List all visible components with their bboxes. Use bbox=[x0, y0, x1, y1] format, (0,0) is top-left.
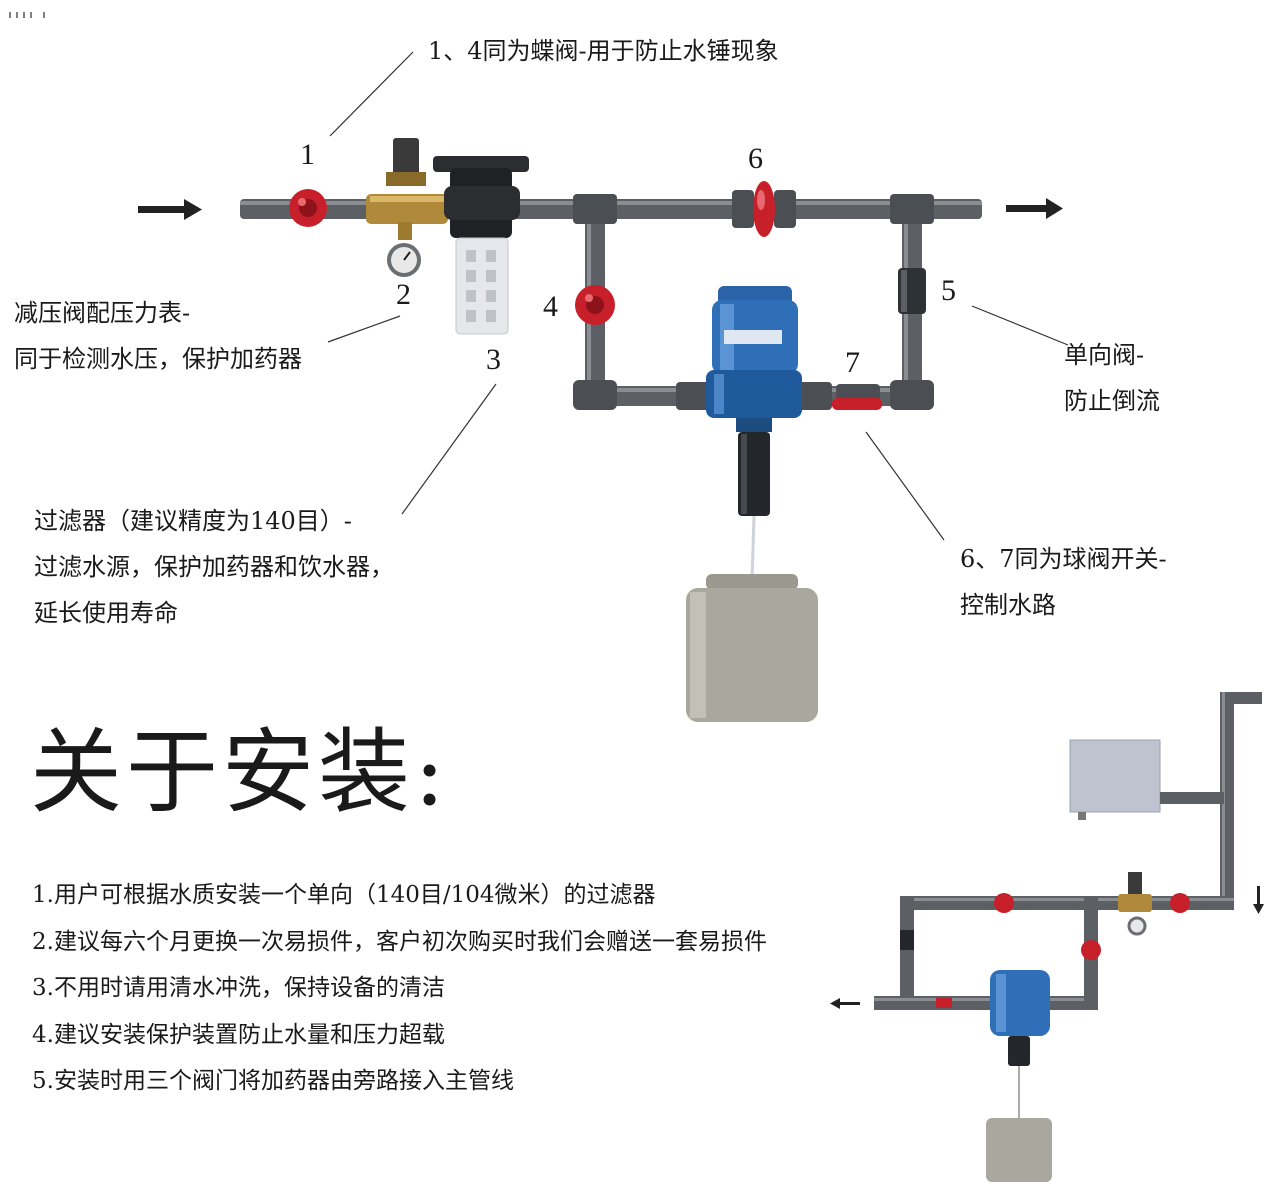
install-note: 1.用户可根据水质安装一个单向（140目/104微米）的过滤器 bbox=[32, 882, 656, 908]
filter bbox=[433, 156, 529, 335]
butterfly-valve-1 bbox=[289, 189, 327, 227]
ball-valve-6 bbox=[732, 181, 796, 237]
callout-line: 单向阀- bbox=[1064, 341, 1145, 369]
callout-line: 过滤器（建议精度为140目）- bbox=[34, 507, 352, 535]
marker-7: 7 bbox=[845, 346, 860, 379]
mini-diagram bbox=[830, 692, 1264, 1182]
ball-valve-7 bbox=[832, 384, 882, 410]
dosing-pump bbox=[706, 286, 802, 581]
install-heading: 关于安装: bbox=[30, 719, 449, 826]
callout-line: 过滤水源，保护加药器和饮水器， bbox=[34, 553, 394, 581]
marker-3: 3 bbox=[486, 343, 501, 376]
marker-4: 4 bbox=[543, 290, 558, 323]
pressure-reducer-callout: 减压阀配压力表- 同于检测水压，保护加药器 bbox=[14, 290, 302, 382]
install-note: 2.建议每六个月更换一次易损件，客户初次购买时我们会赠送一套易损件 bbox=[32, 928, 767, 955]
marker-2: 2 bbox=[396, 278, 411, 311]
callout-line: 控制水路 bbox=[960, 591, 1056, 619]
ball-valve-callout: 6、7同为球阀开关- 控制水路 bbox=[960, 536, 1167, 628]
inflow-arrow bbox=[138, 199, 202, 220]
install-notes: 1.用户可根据水质安装一个单向（140目/104微米）的过滤器 2.建议每六个月… bbox=[32, 872, 767, 1105]
outflow-arrow bbox=[1006, 198, 1063, 219]
callout-line: 同于检测水压，保护加药器 bbox=[14, 345, 302, 373]
butterfly-valve-callout: 1、4同为蝶阀-用于防止水锤现象 bbox=[428, 37, 779, 65]
callout-line: 6、7同为球阀开关- bbox=[960, 545, 1167, 573]
marker-5: 5 bbox=[941, 274, 956, 307]
filter-callout: 过滤器（建议精度为140目）- 过滤水源，保护加药器和饮水器， 延长使用寿命 bbox=[34, 498, 394, 636]
butterfly-valve-4 bbox=[575, 285, 615, 325]
install-note: 4.建议安装保护装置防止水量和压力超载 bbox=[32, 1021, 445, 1048]
check-valve-5 bbox=[898, 268, 926, 314]
corner-marks bbox=[9, 12, 45, 18]
callout-line: 防止倒流 bbox=[1064, 387, 1160, 415]
install-note: 5.安装时用三个阀门将加药器由旁路接入主管线 bbox=[32, 1068, 514, 1094]
chemical-tank bbox=[686, 574, 818, 722]
marker-6: 6 bbox=[748, 142, 763, 175]
callout-line: 延长使用寿命 bbox=[34, 599, 178, 627]
marker-1: 1 bbox=[300, 138, 315, 171]
install-note: 3.不用时请用清水冲洗，保持设备的清洁 bbox=[32, 975, 445, 1001]
pressure-gauge bbox=[387, 243, 421, 277]
pressure-reducer bbox=[366, 138, 448, 240]
check-valve-callout: 单向阀- 防止倒流 bbox=[1064, 332, 1160, 424]
leader-lines bbox=[327, 51, 1069, 541]
callout-line: 减压阀配压力表- bbox=[14, 299, 191, 327]
